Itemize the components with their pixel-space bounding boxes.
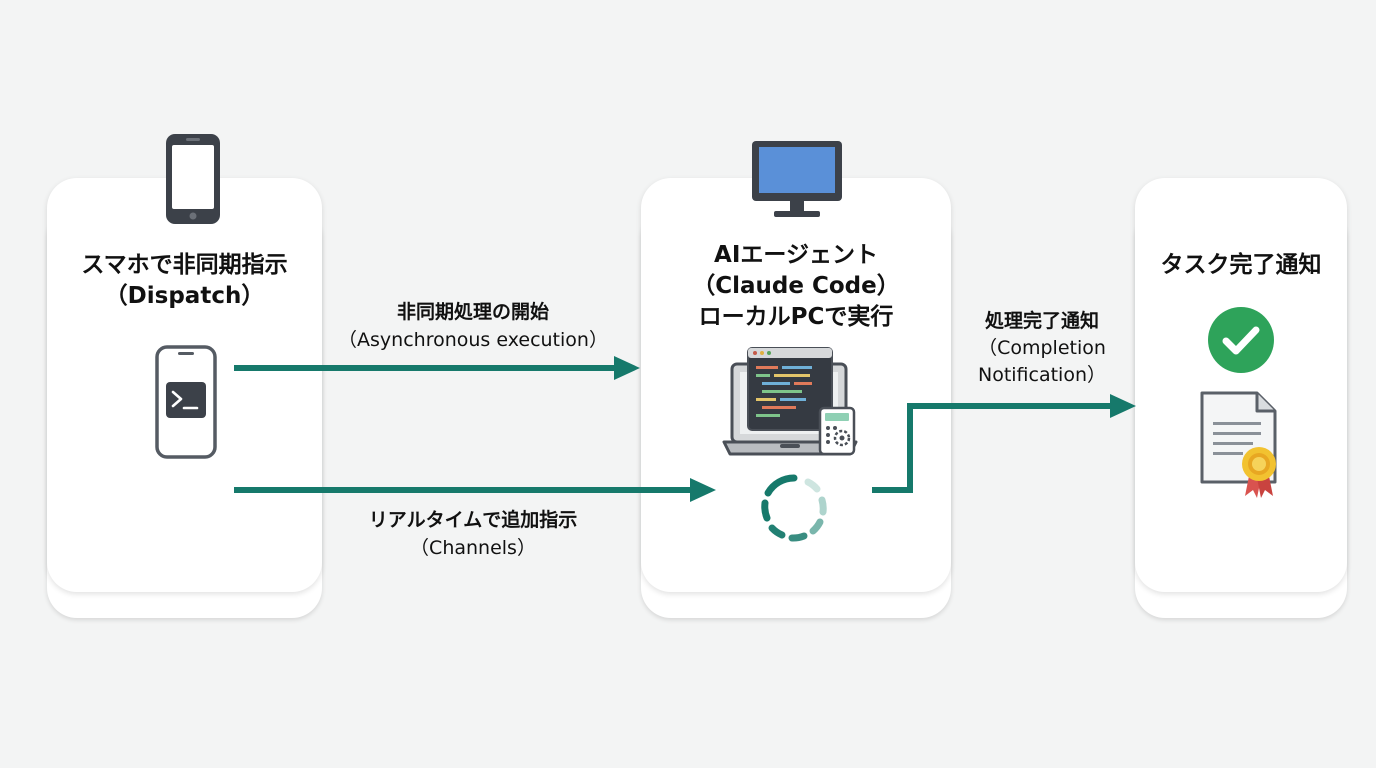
desktop-monitor-icon (752, 141, 842, 217)
realtime-label-line2: （Channels） (410, 537, 536, 559)
loading-spinner-icon (761, 474, 827, 542)
dispatch-title: スマホで非同期指示 （Dispatch） (47, 250, 322, 312)
complete-label-line2: （Completion (978, 337, 1106, 359)
dispatch-title-line2: （Dispatch） (104, 283, 265, 309)
laptop-code-icon (722, 347, 858, 456)
complete-label-line3: Notification） (977, 364, 1107, 386)
phone-terminal-icon (155, 345, 217, 459)
done-title-line1: タスク完了通知 (1160, 252, 1322, 278)
done-title: タスク完了通知 (1135, 250, 1347, 281)
agent-title-line2: （Claude Code） (692, 273, 900, 299)
async-arrow-label: 非同期処理の開始 （Asynchronous execution） (318, 298, 628, 354)
realtime-label-line1: リアルタイムで追加指示 (368, 509, 578, 531)
agent-title-line3: ローカルPCで実行 (698, 304, 894, 330)
realtime-arrow-label: リアルタイムで追加指示 （Channels） (318, 506, 628, 562)
realtime-arrow-head (690, 478, 716, 502)
dispatch-title-line1: スマホで非同期指示 (81, 252, 288, 278)
async-label-line1: 非同期処理の開始 (396, 301, 549, 323)
async-arrow-head (614, 356, 640, 380)
complete-arrow-head (1110, 394, 1136, 418)
complete-arrow-label: 処理完了通知 （Completion Notification） (952, 308, 1132, 389)
done-card (1135, 178, 1347, 592)
smartphone-icon (166, 134, 220, 224)
agent-title-line1: AIエージェント (714, 242, 878, 268)
async-label-line2: （Asynchronous execution） (338, 329, 608, 351)
certificate-document-icon (1200, 391, 1277, 498)
complete-label-line1: 処理完了通知 (984, 310, 1099, 332)
check-circle-icon (1208, 307, 1274, 373)
complete-arrow-line (872, 403, 1112, 493)
agent-title: AIエージェント （Claude Code） ローカルPCで実行 (641, 240, 951, 333)
